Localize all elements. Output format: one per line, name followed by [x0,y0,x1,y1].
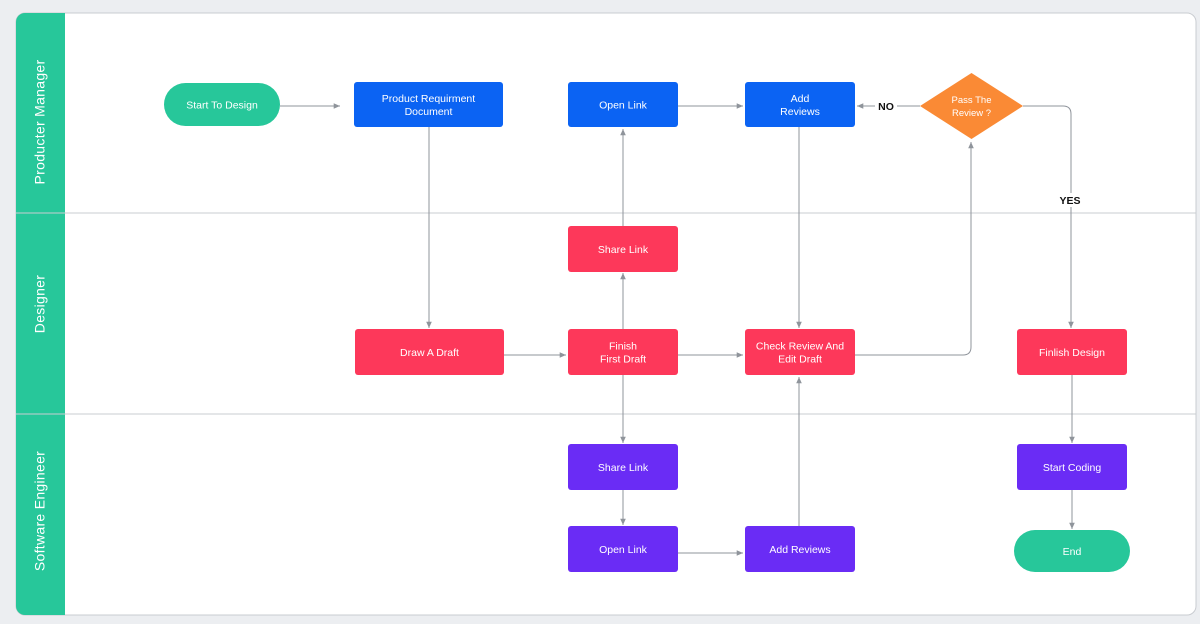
node-draw-draft[interactable]: Draw A Draft [355,329,504,375]
node-start[interactable]: Start To Design [164,83,280,126]
node-label: Add Reviews [769,544,830,556]
process-box [355,329,504,375]
process-box [1017,444,1127,490]
edge-labels: NO YES [875,99,1083,207]
node-label: Share Link [598,244,649,256]
process-box [568,444,678,490]
lane-label-producter-manager: Producter Manager [32,59,48,184]
terminal-pill [1014,530,1130,572]
process-box [354,82,503,127]
node-d-share-link[interactable]: Share Link [568,226,678,272]
connector-check-review-to-pass-review [855,142,974,356]
node-start-coding[interactable]: Start Coding [1017,444,1127,490]
process-box [568,526,678,572]
node-label: Start To Design [186,99,258,111]
edge-label-yes: YES [1059,195,1080,207]
lane-label-designer: Designer [32,275,48,333]
node-label: Check Review And [756,340,844,352]
process-box [745,82,855,127]
node-label: End [1063,546,1082,558]
node-label: Share Link [598,462,649,474]
process-box [745,526,855,572]
node-label: First Draft [600,353,646,365]
process-box [568,329,678,375]
terminal-pill [164,83,280,126]
node-label: Open Link [599,544,648,556]
edge-label-background [875,99,897,113]
edge-label-no: NO [878,101,894,113]
node-label: Edit Draft [778,353,822,365]
connector-pass-review-to-finish-design [1023,105,1074,328]
node-label: Finish [609,340,637,352]
node-label: Pass The [952,95,992,106]
node-pm-open-link[interactable]: Open Link [568,82,678,127]
decision-diamond [920,73,1023,139]
nodes: Start To Design Product RequirmentDocumen… [164,73,1130,572]
node-label: Product Requirment [382,93,475,105]
node-se-share-link[interactable]: Share Link [568,444,678,490]
node-label: Open Link [599,99,648,111]
lane-label-software-engineer: Software Engineer [32,451,48,571]
node-label: Document [405,106,453,118]
node-label: Reviews [780,106,820,118]
node-label: Start Coding [1043,462,1102,474]
node-label: Draw A Draft [400,347,459,359]
node-se-open-link[interactable]: Open Link [568,526,678,572]
node-end[interactable]: End [1014,530,1130,572]
node-se-add-reviews[interactable]: Add Reviews [745,526,855,572]
node-label: Add [791,93,810,105]
process-box [745,329,855,375]
node-label: Review ? [952,108,991,119]
connectors [280,103,1075,556]
edge-label-background [1057,193,1083,207]
lane-header-band [16,13,65,615]
process-box [568,82,678,127]
node-label: Finlish Design [1039,347,1105,359]
process-box [1017,329,1127,375]
process-box [568,226,678,272]
node-finish-design[interactable]: Finlish Design [1017,329,1127,375]
